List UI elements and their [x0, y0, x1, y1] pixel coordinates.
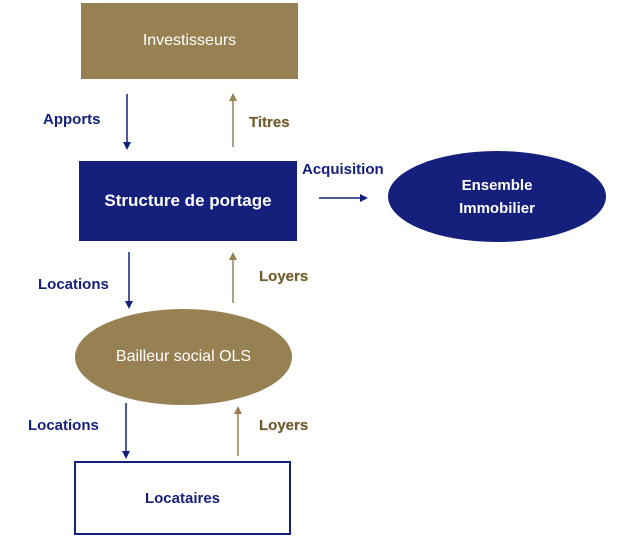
structure-de-portage-node: Structure de portage: [79, 161, 297, 241]
bailleur-social-node: Bailleur social OLS: [75, 309, 292, 405]
edge-label-loyers-2: Loyers: [259, 417, 309, 434]
edge-label-locations-2: Locations: [28, 417, 99, 434]
ensemble-label-line2: Immobilier: [459, 199, 535, 217]
locataires-label: Locataires: [144, 489, 221, 507]
ensemble-immobilier-node: Ensemble Immobilier: [388, 151, 606, 242]
investisseurs-node: Investisseurs: [81, 3, 298, 79]
structure-de-portage-label: Structure de portage: [104, 191, 272, 210]
edge-label-locations-1: Locations: [38, 276, 109, 293]
bailleur-social-label: Bailleur social OLS: [115, 348, 252, 365]
investisseurs-label: Investisseurs: [142, 32, 237, 49]
edge-label-apports: Apports: [43, 111, 101, 128]
ensemble-label-line1: Ensemble: [461, 176, 533, 194]
locataires-node: Locataires: [74, 461, 291, 535]
edge-label-acquisition: Acquisition: [302, 161, 384, 178]
edge-label-titres: Titres: [249, 114, 290, 131]
edge-label-loyers-1: Loyers: [259, 268, 309, 285]
